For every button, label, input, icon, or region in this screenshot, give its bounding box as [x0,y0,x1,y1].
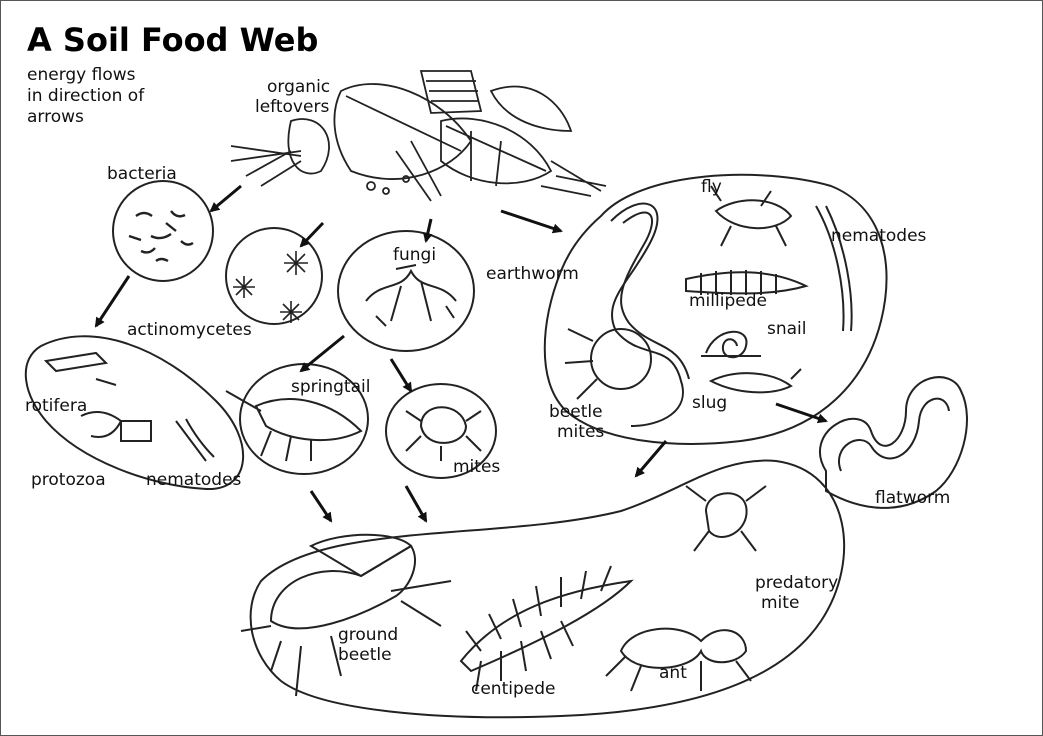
label-organic-leftovers: organic leftovers [255,77,330,117]
actinomycetes-circle [226,228,322,324]
label-mites: mites [453,457,500,477]
label-rotifera: rotifera [25,396,87,416]
label-springtail: springtail [291,377,370,397]
label-nematodes-left: nematodes [146,470,241,490]
bacteria-circle [113,181,213,281]
label-bacteria: bacteria [107,164,177,184]
label-ground-beetle: ground beetle [338,625,398,665]
note-line: energy flows [27,65,144,86]
energy-flow-note: energy flows in direction of arrows [27,65,144,128]
label-snail: snail [767,319,807,339]
label-line: leftovers [255,97,330,117]
label-beetle-mites: beetle mites [549,402,604,442]
label-line: predatory [755,573,838,593]
note-line: arrows [27,107,144,128]
label-fly: fly [701,177,722,197]
page-title: A Soil Food Web [27,21,318,59]
label-flatworm: flatworm [875,488,950,508]
label-slug: slug [692,393,727,413]
label-fungi: fungi [393,245,436,265]
label-line: mites [549,422,604,442]
label-millipede: millipede [689,291,767,311]
label-earthworm: earthworm [486,264,579,284]
label-centipede: centipede [471,679,555,699]
label-line: beetle [549,402,604,422]
label-actinomycetes: actinomycetes [127,320,252,340]
label-line: ground [338,625,398,645]
label-line: mite [755,593,838,613]
label-protozoa: protozoa [31,470,106,490]
label-nematodes-right: nematodes [831,226,926,246]
label-ant: ant [659,663,687,683]
label-predatory-mite: predatory mite [755,573,838,613]
label-line: beetle [338,645,398,665]
note-line: in direction of [27,86,144,107]
label-line: organic [255,77,330,97]
